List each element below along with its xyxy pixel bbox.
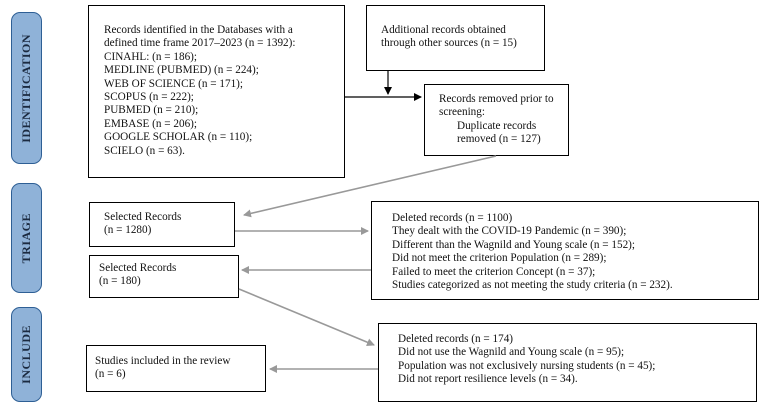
box-line: defined time frame 2017–2023 (n = 1392): xyxy=(104,37,296,50)
box-line: WEB OF SCIENCE (n = 171); xyxy=(104,77,244,90)
box-selected-records-1: Selected Records (n = 1280) xyxy=(89,202,235,247)
box-line: Failed to meet the criterion Concept (n … xyxy=(392,265,596,278)
box-line: screening: xyxy=(439,106,485,119)
arrow-to-selected-1 xyxy=(243,155,497,218)
box-line: EMBASE (n = 206); xyxy=(104,117,198,130)
phase-triage: TRIAGE xyxy=(11,183,42,293)
box-records-removed: Records removed prior to screening: Dupl… xyxy=(424,84,569,156)
box-line: CINAHL: (n = 186); xyxy=(104,50,198,63)
box-line: Records removed prior to xyxy=(439,93,554,105)
box-line: SCIELO (n = 63). xyxy=(104,144,185,157)
box-line: Different than the Wagnild and Young sca… xyxy=(392,238,635,251)
box-line: MEDLINE (PUBMED) (n = 224); xyxy=(104,64,259,77)
phase-identification: IDENTIFICATION xyxy=(11,12,42,164)
box-line: Duplicate records xyxy=(457,119,537,132)
box-line: Additional records obtained xyxy=(381,24,506,36)
box-line: (n = 6) xyxy=(95,368,126,381)
box-line: Studies categorized as not meeting the s… xyxy=(392,279,673,292)
arrow-to-deleted-2 xyxy=(238,288,375,347)
box-line: Did not meet the criterion Population (n… xyxy=(392,252,607,265)
box-line: Selected Records xyxy=(104,211,182,223)
box-additional-records: Additional records obtained through othe… xyxy=(366,5,545,71)
box-line: Deleted records (n = 174) xyxy=(398,333,514,345)
box-line: PUBMED (n = 210); xyxy=(104,104,199,117)
box-line: Records identified in the Databases with… xyxy=(104,24,293,36)
box-line: removed (n = 127) xyxy=(457,133,541,146)
box-line: Did not use the Wagnild and Young scale … xyxy=(398,346,625,359)
box-studies-included: Studies included in the review (n = 6) xyxy=(86,345,266,392)
box-line: (n = 180) xyxy=(99,275,141,288)
box-line: Selected Records xyxy=(99,262,177,274)
box-line: Deleted records (n = 1100) xyxy=(392,212,513,224)
box-records-identified: Records identified in the Databases with… xyxy=(88,5,345,178)
box-selected-records-2: Selected Records (n = 180) xyxy=(89,255,239,298)
box-line: Did not report resilience levels (n = 34… xyxy=(398,373,578,386)
phase-include: INCLUDE xyxy=(11,307,42,402)
box-line: They dealt with the COVID-19 Pandemic (n… xyxy=(392,225,627,238)
box-deleted-records-2: Deleted records (n = 174) Did not use th… xyxy=(378,323,757,402)
box-line: GOOGLE SCHOLAR (n = 110); xyxy=(104,131,253,144)
box-line: SCOPUS (n = 222); xyxy=(104,91,194,104)
box-line: Population was not exclusively nursing s… xyxy=(398,359,656,372)
box-line: (n = 1280) xyxy=(104,224,152,237)
box-line: through other sources (n = 15) xyxy=(381,37,517,50)
box-line: Studies included in the review xyxy=(95,355,231,367)
box-deleted-records-1: Deleted records (n = 1100) They dealt wi… xyxy=(371,201,759,300)
